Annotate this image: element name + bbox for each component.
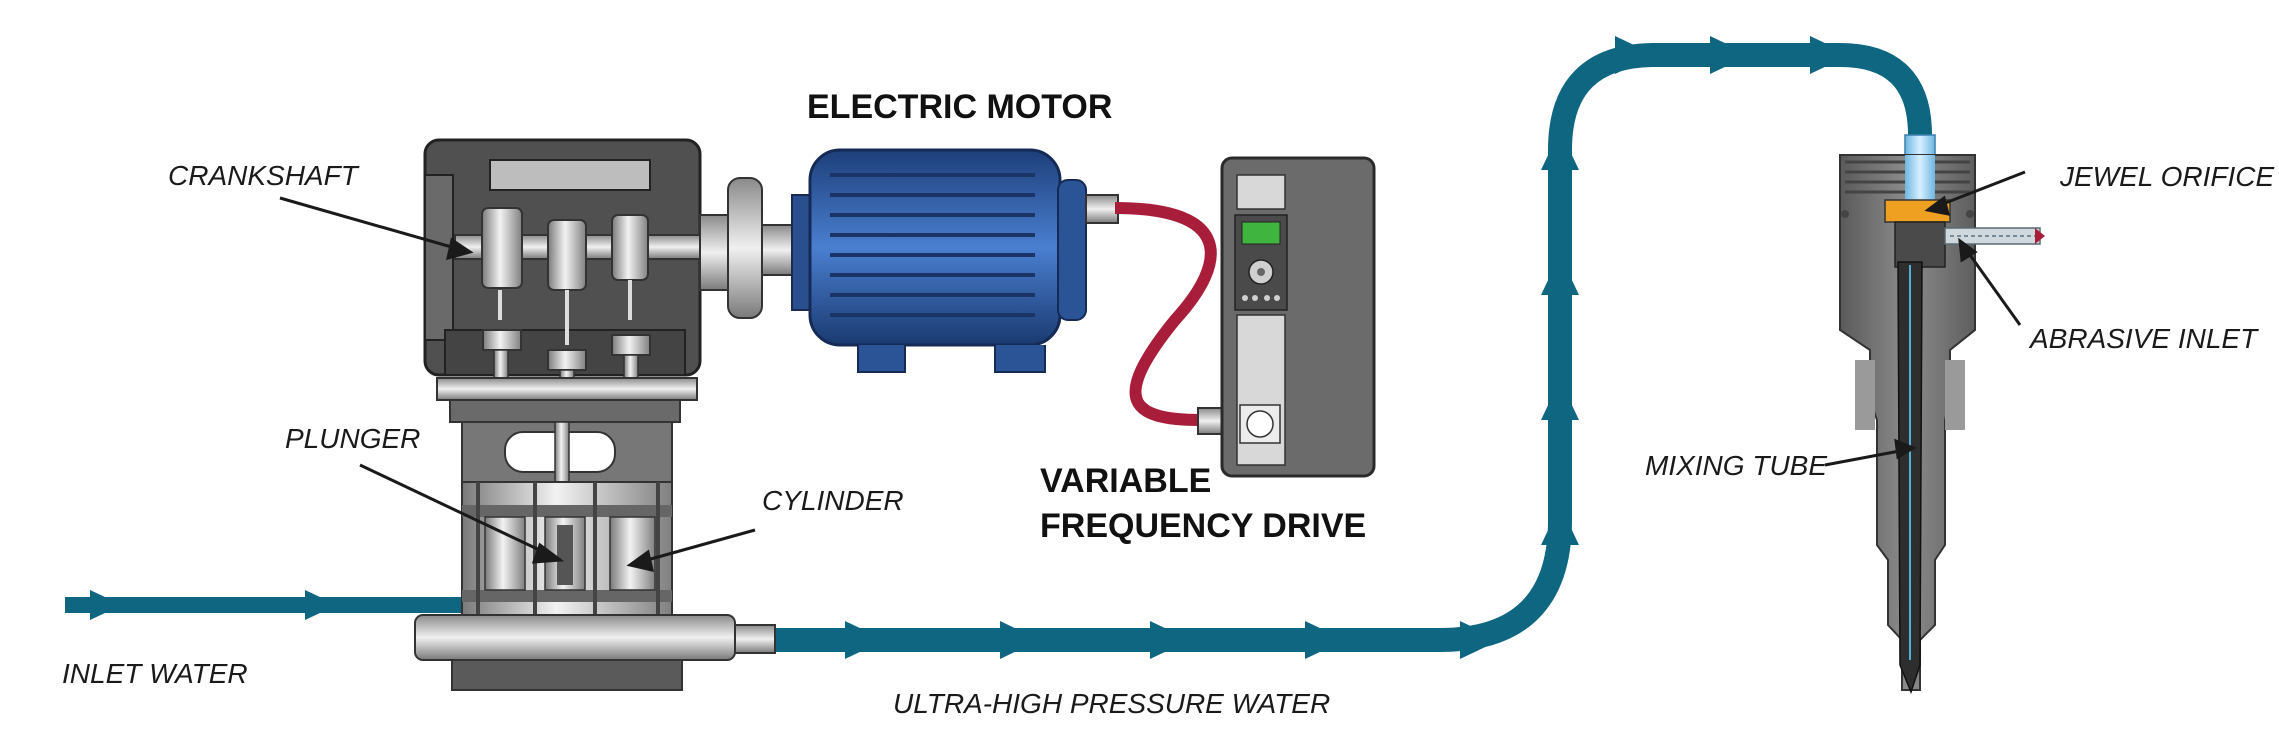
crankshaft-label: CRANKSHAFT: [168, 160, 360, 191]
flow-arrow-icon: [1615, 36, 1655, 74]
vfd-label-line-2: FREQUENCY DRIVE: [1040, 507, 1366, 545]
flow-arrow-icon: [1541, 130, 1579, 170]
flow-arrow-icon: [1541, 255, 1579, 295]
uhp-flow-arrows: [845, 36, 1850, 659]
uhp-water-label: ULTRA-HIGH PRESSURE WATER: [893, 688, 1330, 719]
cutting-head: [1839, 134, 2045, 695]
flow-arrow-icon: [305, 590, 337, 620]
variable-frequency-drive: [1197, 156, 1376, 478]
flow-arrow-icon: [1305, 621, 1345, 659]
inlet-water-pipe: [65, 590, 470, 620]
jewel-orifice-label: JEWEL ORIFICE: [2059, 161, 2275, 192]
vfd-screen: [1241, 221, 1281, 245]
cylinder-label: CYLINDER: [762, 485, 904, 516]
flow-arrow-icon: [1710, 36, 1750, 74]
ultra-high-pressure-pipe: [775, 43, 1932, 652]
pump: [414, 138, 776, 691]
vfd-label-line-1: VARIABLE: [1040, 462, 1211, 500]
flow-arrow-icon: [1150, 621, 1190, 659]
flow-arrow-icon: [1460, 621, 1500, 659]
abrasive-inlet-label: ABRASIVE INLET: [2028, 323, 2259, 354]
flow-arrow-icon: [1541, 505, 1579, 545]
shaft-coupling: [699, 177, 793, 319]
flow-arrow-icon: [1000, 621, 1040, 659]
flow-arrow-icon: [90, 590, 122, 620]
mixing-tube-label: MIXING TUBE: [1645, 450, 1827, 481]
electric-motor-label: ELECTRIC MOTOR: [807, 88, 1112, 126]
flow-arrow-icon: [1541, 380, 1579, 420]
flow-arrow-icon: [1810, 36, 1850, 74]
electric-motor: [791, 148, 1119, 373]
crankshaft: [454, 207, 706, 345]
flow-arrow-icon: [845, 621, 885, 659]
inlet-water-label: INLET WATER: [62, 658, 248, 689]
plunger-label: PLUNGER: [285, 423, 420, 454]
leader-lines: [279, 170, 2026, 572]
power-cable: [1114, 202, 1217, 426]
